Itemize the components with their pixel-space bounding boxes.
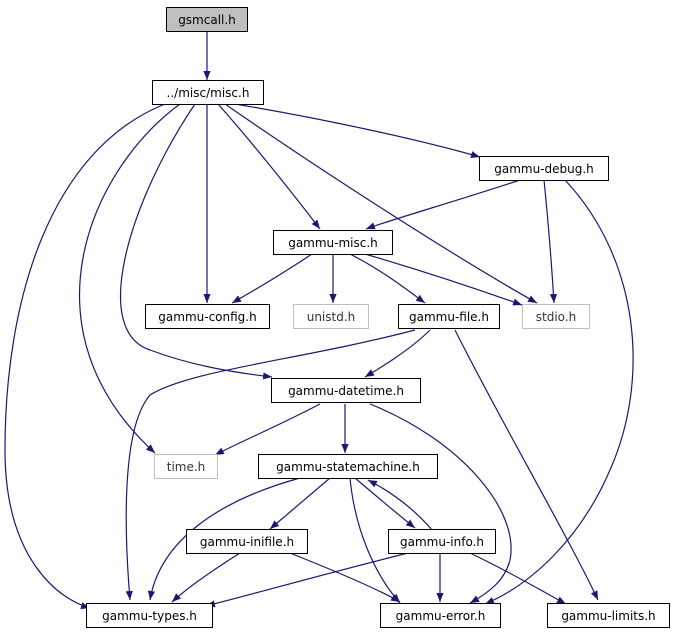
edge-misc-datetime	[119, 103, 273, 380]
edge-info-limits	[469, 552, 567, 605]
node-gammu-misc[interactable]: gammu-misc.h	[273, 230, 393, 255]
edge-statemachine-info	[354, 477, 416, 529]
node-gammu-info[interactable]: gammu-info.h	[388, 529, 496, 554]
node-gammu-config[interactable]: gammu-config.h	[145, 304, 270, 329]
edge-debug-error	[484, 179, 634, 605]
node-gammu-statemachine[interactable]: gammu-statemachine.h	[258, 454, 438, 479]
node-misc[interactable]: ../misc/misc.h	[152, 80, 264, 105]
edge-misc-debug	[234, 103, 481, 159]
edge-debug-stdio	[543, 179, 558, 304]
edge-datetime-error	[369, 403, 512, 604]
node-gsmcall[interactable]: gsmcall.h	[166, 7, 248, 32]
edge-misc-stdio	[224, 103, 538, 304]
edge-gmisc-file	[349, 253, 426, 304]
edge-info-statemachine	[367, 479, 433, 531]
edge-misc-time	[78, 103, 181, 454]
edge-inifile-types	[171, 552, 241, 603]
node-time[interactable]: time.h	[154, 454, 218, 479]
edge-inifile-error	[289, 552, 401, 603]
node-gammu-debug[interactable]: gammu-debug.h	[479, 156, 609, 181]
node-stdio[interactable]: stdio.h	[522, 304, 590, 329]
edge-misc-types	[4, 103, 166, 610]
edge-file-types	[125, 329, 416, 601]
edge-gmisc-stdio	[364, 253, 523, 306]
node-gammu-error[interactable]: gammu-error.h	[380, 603, 501, 628]
edge-statemachine-inifile	[269, 477, 331, 530]
node-gammu-file[interactable]: gammu-file.h	[398, 304, 500, 329]
edge-statemachine-error	[349, 477, 401, 604]
edge-debug-gmisc	[365, 179, 521, 230]
node-unistd[interactable]: unistd.h	[293, 304, 369, 329]
node-gammu-limits[interactable]: gammu-limits.h	[547, 603, 670, 628]
node-gammu-inifile[interactable]: gammu-inifile.h	[186, 529, 308, 554]
edge-statemachine-types	[147, 477, 301, 601]
node-gammu-datetime[interactable]: gammu-datetime.h	[271, 378, 421, 403]
edge-gmisc-config	[231, 253, 313, 304]
edge-misc-gmisc	[217, 103, 321, 230]
edge-file-limits	[454, 329, 599, 601]
node-gammu-types[interactable]: gammu-types.h	[86, 603, 213, 628]
edge-file-datetime	[364, 329, 431, 378]
edge-info-types	[205, 552, 409, 608]
edge-datetime-time	[214, 403, 321, 456]
